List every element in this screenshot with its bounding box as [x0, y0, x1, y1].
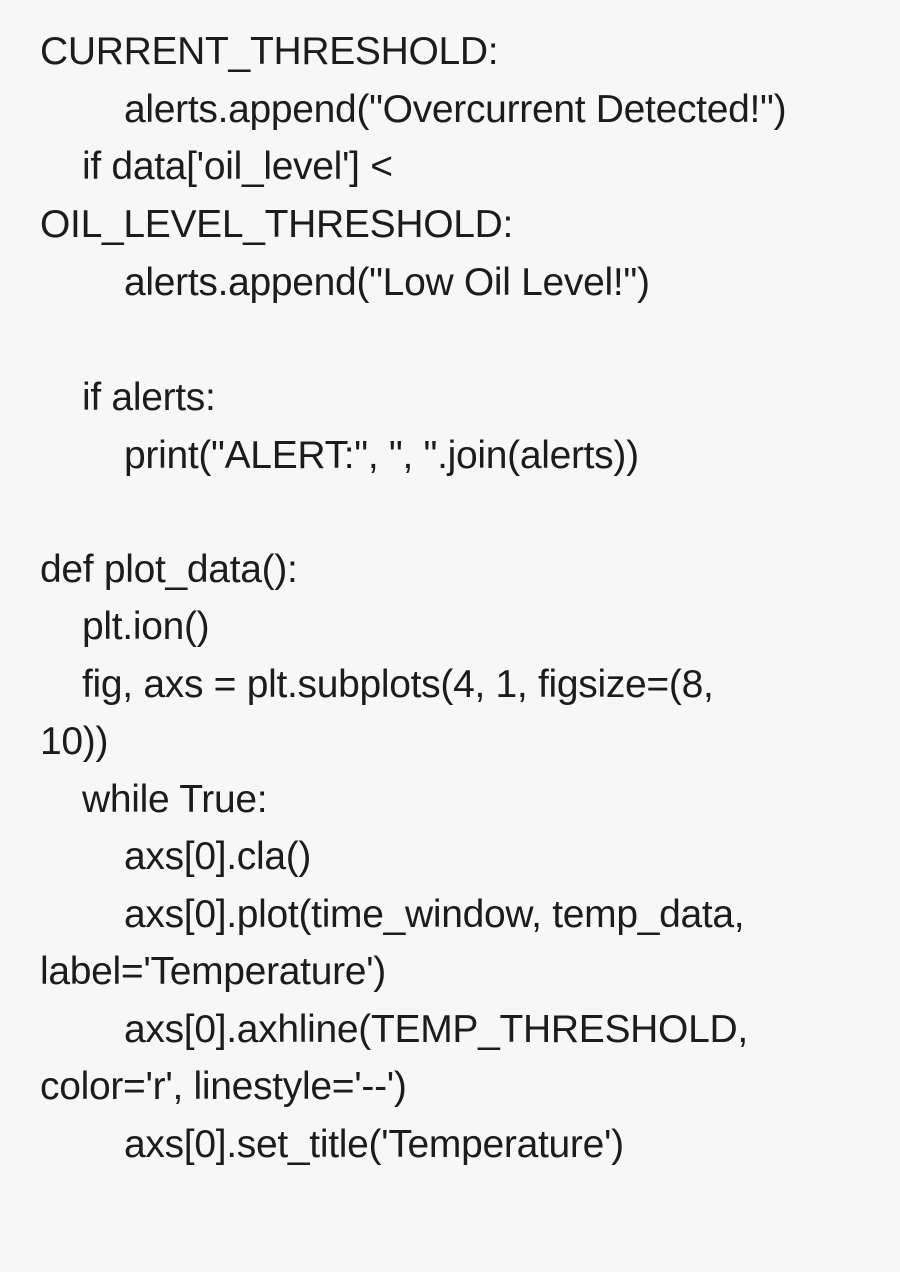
code-line: if alerts: [82, 376, 216, 419]
code-line: plt.ion() [82, 605, 210, 648]
code-line: label='Temperature') [40, 950, 386, 993]
code-line: 10)) [40, 720, 109, 763]
code-line: while True: [82, 778, 268, 821]
code-line: def plot_data(): [40, 548, 298, 591]
code-line: fig, axs = plt.subplots(4, 1, figsize=(8… [82, 663, 714, 706]
code-line: OIL_LEVEL_THRESHOLD: [40, 203, 514, 246]
code-line: axs[0].axhline(TEMP_THRESHOLD, [124, 1008, 748, 1051]
code-line: alerts.append("Overcurrent Detected!") [124, 88, 787, 131]
code-line: CURRENT_THRESHOLD: [40, 30, 499, 73]
code-line: axs[0].set_title('Temperature') [124, 1123, 624, 1166]
code-line: axs[0].cla() [124, 835, 312, 878]
code-line: print("ALERT:", ", ".join(alerts)) [124, 434, 639, 477]
code-line: axs[0].plot(time_window, temp_data, [124, 893, 745, 936]
code-line: color='r', linestyle='--') [40, 1065, 407, 1108]
code-line: if data['oil_level'] < [82, 145, 393, 188]
code-line: alerts.append("Low Oil Level!") [124, 261, 650, 304]
